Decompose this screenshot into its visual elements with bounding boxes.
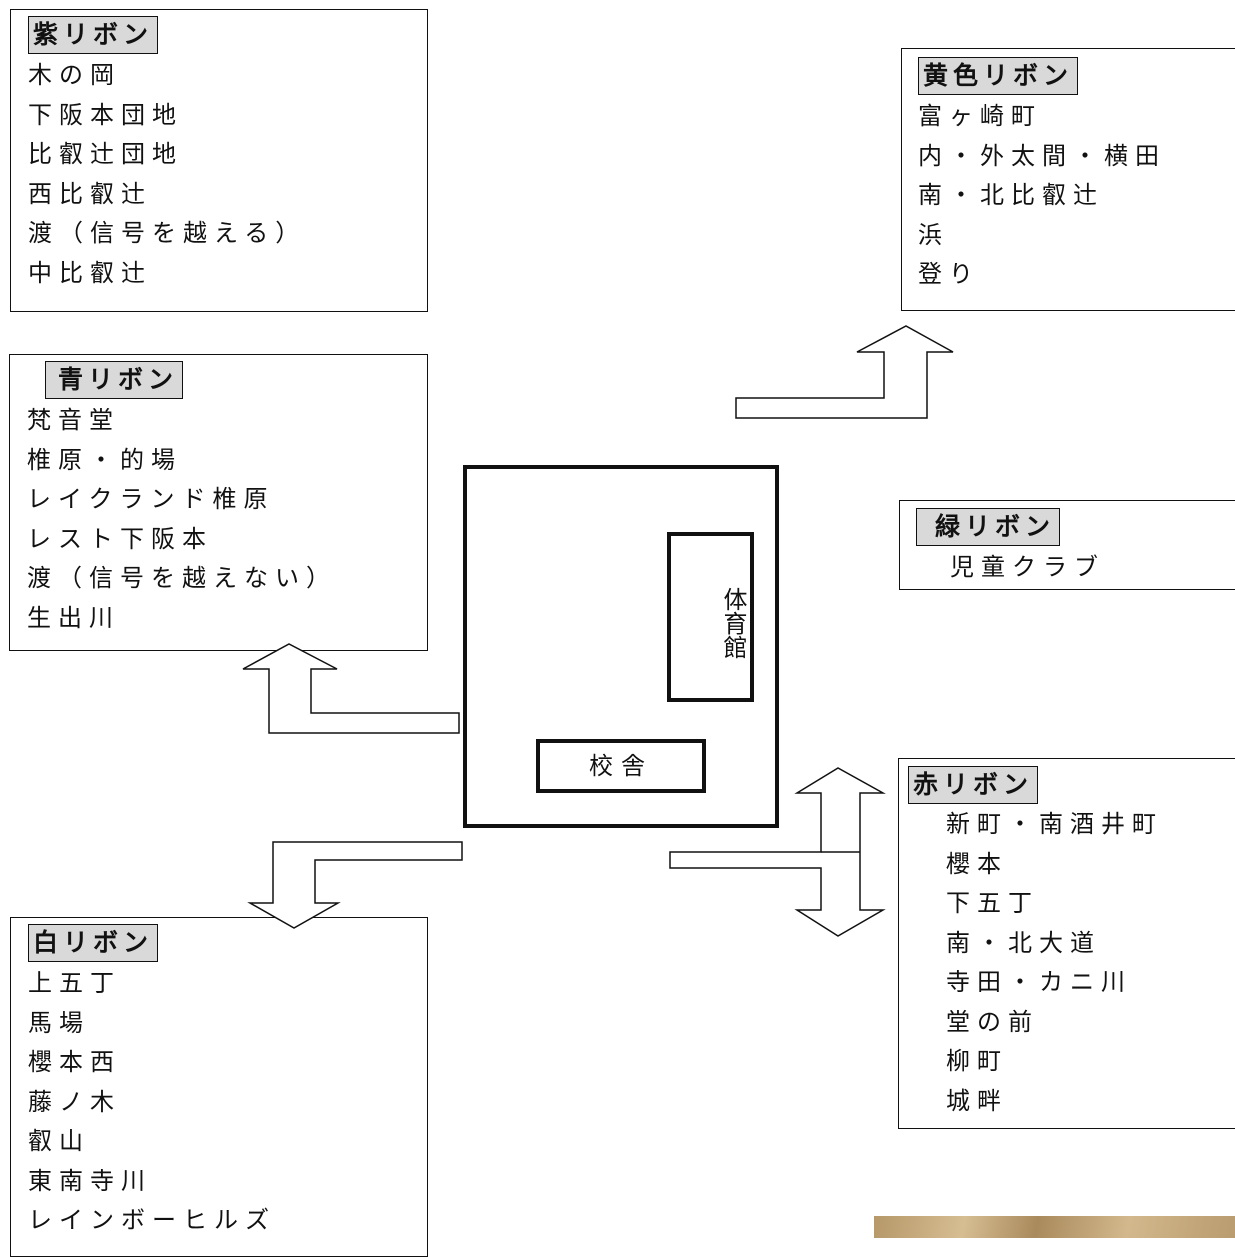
list-item: 南・北比叡辻 — [918, 181, 1104, 209]
gymnasium-label: 体育館 — [719, 587, 747, 659]
arrow-to-yellow — [735, 325, 954, 419]
list-item: 櫻本 — [946, 849, 1008, 878]
list-item: 櫻本西 — [28, 1048, 121, 1076]
list-item: 下阪本団地 — [28, 100, 183, 129]
list-item: 藤ノ木 — [28, 1087, 121, 1116]
white-ribbon-label: 白リボン — [28, 924, 159, 962]
list-item: 渡（信号を越えない） — [27, 564, 337, 592]
list-item: 中比叡辻 — [28, 258, 152, 287]
purple-ribbon-list: 木の岡 下阪本団地 比叡辻団地 西比叡辻 渡（信号を越える） 中比叡辻 — [28, 56, 427, 293]
school-grounds: 体育館 校舎 — [463, 465, 779, 828]
red-ribbon-label: 赤リボン — [908, 766, 1039, 804]
list-item: 内・外太間・横田 — [918, 141, 1166, 170]
list-item: 叡山 — [28, 1127, 90, 1155]
list-item: 東南寺川 — [28, 1166, 152, 1195]
list-item: 浜 — [918, 220, 949, 249]
list-item: 城畔 — [946, 1086, 1008, 1115]
yellow-ribbon-list: 富ヶ崎町 内・外太間・横田 南・北比叡辻 浜 登り — [918, 97, 1235, 295]
yellow-ribbon-box: 黄色リボン 富ヶ崎町 内・外太間・横田 南・北比叡辻 浜 登り — [901, 48, 1235, 311]
white-ribbon-box: 白リボン 上五丁 馬場 櫻本西 藤ノ木 叡山 東南寺川 レインボーヒルズ — [10, 917, 428, 1257]
list-item: 生出川 — [27, 603, 120, 632]
list-item: 児童クラブ — [950, 553, 1105, 581]
blue-ribbon-label: 青リボン — [45, 361, 184, 399]
red-ribbon-list: 新町・南酒井町 櫻本 下五丁 南・北大道 寺田・カニ川 堂の前 柳町 城畔 — [908, 805, 1235, 1121]
list-item: 寺田・カニ川 — [946, 968, 1132, 996]
list-item: 堂の前 — [946, 1007, 1039, 1036]
purple-ribbon-box: 紫リボン 木の岡 下阪本団地 比叡辻団地 西比叡辻 渡（信号を越える） 中比叡辻 — [10, 9, 428, 312]
list-item: 渡（信号を越える） — [28, 219, 307, 247]
gymnasium: 体育館 — [667, 532, 754, 702]
green-ribbon-box: 緑リボン 児童クラブ — [899, 500, 1235, 590]
blue-ribbon-box: 青リボン 梵音堂 椎原・的場 レイクランド椎原 レスト下阪本 渡（信号を越えない… — [9, 354, 428, 651]
list-item: レインボーヒルズ — [28, 1206, 276, 1234]
arrow-to-white — [247, 841, 463, 929]
purple-ribbon-label: 紫リボン — [28, 16, 159, 54]
list-item: 木の岡 — [28, 61, 121, 89]
list-item: 馬場 — [28, 1008, 90, 1037]
list-item: 比叡辻団地 — [28, 140, 183, 168]
photo-thumbnail — [874, 1216, 1235, 1238]
list-item: 梵音堂 — [27, 406, 120, 434]
list-item: 柳町 — [946, 1047, 1008, 1075]
list-item: 富ヶ崎町 — [918, 102, 1042, 130]
green-ribbon-list: 児童クラブ — [916, 548, 1235, 588]
list-item: 新町・南酒井町 — [946, 810, 1163, 838]
arrow-to-blue — [242, 643, 460, 734]
blue-ribbon-list: 梵音堂 椎原・的場 レイクランド椎原 レスト下阪本 渡（信号を越えない） 生出川 — [27, 401, 427, 638]
list-item: 登り — [918, 260, 980, 288]
list-item: 南・北大道 — [946, 928, 1101, 957]
red-ribbon-box: 赤リボン 新町・南酒井町 櫻本 下五丁 南・北大道 寺田・カニ川 堂の前 柳町 … — [898, 758, 1235, 1129]
list-item: 西比叡辻 — [28, 179, 152, 208]
list-item: 上五丁 — [28, 969, 121, 997]
list-item: レイクランド椎原 — [27, 485, 275, 513]
arrow-to-red — [669, 767, 886, 937]
green-ribbon-label: 緑リボン — [916, 508, 1061, 546]
yellow-ribbon-label: 黄色リボン — [918, 57, 1079, 95]
white-ribbon-list: 上五丁 馬場 櫻本西 藤ノ木 叡山 東南寺川 レインボーヒルズ — [28, 964, 427, 1241]
list-item: レスト下阪本 — [27, 524, 213, 553]
list-item: 椎原・的場 — [27, 445, 182, 474]
school-building: 校舎 — [536, 739, 706, 793]
list-item: 下五丁 — [946, 889, 1039, 917]
